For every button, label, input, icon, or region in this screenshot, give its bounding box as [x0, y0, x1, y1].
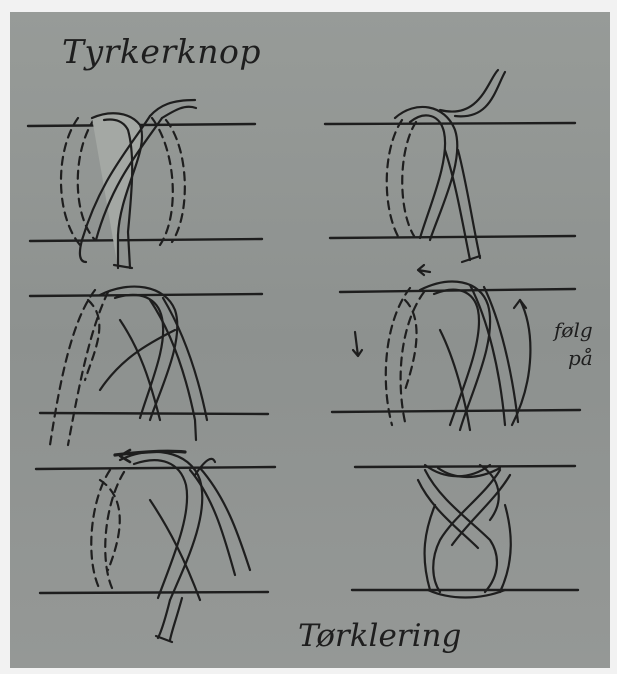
background-panel	[10, 12, 610, 668]
figure-title: Tyrkerknop	[62, 32, 261, 71]
follow-note-line1: følg	[554, 318, 593, 342]
figure-caption: Tørklering	[298, 618, 461, 654]
follow-note-line2: på	[568, 346, 593, 370]
